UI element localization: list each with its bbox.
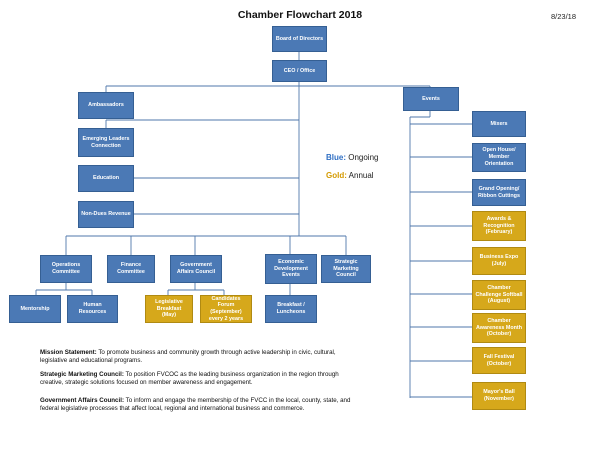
box-label-line: Ribbon Cuttings — [478, 192, 520, 199]
breakfast-luncheons-box[interactable]: Breakfast /Luncheons — [265, 295, 317, 323]
note-label: Mission Statement: — [40, 349, 97, 356]
box-label-line: Connection — [91, 142, 121, 149]
note-label: Government Affairs Council: — [40, 397, 124, 404]
box-label-line: Affairs Council — [176, 269, 216, 275]
legend-gold-label: Gold: — [326, 171, 347, 180]
events-box[interactable]: Events — [403, 87, 459, 111]
box-label-line: (October) — [486, 331, 512, 338]
note-text: To inform and engage the membership of t… — [40, 397, 351, 413]
box-label-line: Non-Dues Revenue — [81, 211, 131, 218]
box-label-line: Recognition — [483, 222, 515, 229]
grand-opening-box[interactable]: Grand Opening/Ribbon Cuttings — [472, 179, 526, 206]
strategic-marketing-note: Strategic Marketing Council: To position… — [40, 371, 360, 388]
mission-statement-note: Mission Statement: To promote business a… — [40, 349, 360, 366]
box-label-line: Business Expo — [479, 254, 519, 261]
box-label-line: Marketing — [333, 265, 359, 272]
legend-ongoing: Blue: Ongoing — [326, 153, 378, 162]
box-label-line: Member — [488, 154, 510, 161]
non-dues-revenue-box[interactable]: Non-Dues Revenue — [78, 201, 134, 228]
box-label-line: Board of Directors — [275, 35, 324, 42]
box-label-line: Education — [92, 175, 120, 182]
chart-title: Chamber Flowchart 2018 — [237, 9, 363, 21]
box-label-line: Strategic — [334, 258, 358, 265]
board-of-directors-box[interactable]: Board of Directors — [272, 26, 327, 52]
business-expo-box[interactable]: Business Expo(July) — [472, 247, 526, 275]
box-label-line: Grand Opening/ — [478, 185, 520, 192]
box-label-line: Human Resources — [78, 302, 107, 315]
box-label-line: (October) — [486, 360, 512, 367]
chart-date: 8/23/18 — [550, 12, 576, 21]
box-label-line: Open House/ — [482, 147, 516, 154]
box-label-line: Operations — [51, 262, 81, 269]
government-affairs-note: Government Affairs Council: To inform an… — [40, 397, 360, 414]
box-label-line: Awards & — [486, 215, 512, 222]
box-label-line: Breakfast — [156, 305, 182, 312]
candidates-forum-box[interactable]: Candidates Forum(September)every 2 years — [200, 295, 252, 323]
box-label-line: Economic — [278, 258, 304, 265]
box-label-line: Orientation — [484, 160, 514, 167]
box-label-line: every 2 years — [208, 315, 244, 322]
box-label-line: (May) — [161, 312, 177, 319]
box-label-line: Government — [180, 262, 212, 269]
box-label-line: CEO / Office — [283, 67, 316, 74]
box-label-line: (February) — [485, 229, 513, 236]
box-label-line: Challenge Softball — [475, 291, 523, 298]
education-box[interactable]: Education — [78, 165, 134, 192]
awards-recognition-box[interactable]: Awards &Recognition(February) — [472, 211, 526, 241]
box-label-line: (September) — [210, 309, 242, 315]
human-resources-box[interactable]: Human Resources — [67, 295, 118, 323]
box-label-line: Mixers — [490, 120, 508, 127]
box-label-line: Emerging Leaders — [82, 135, 130, 142]
legend-blue-text: Ongoing — [348, 153, 379, 162]
box-label-line: Events — [282, 272, 300, 279]
box-label-line: (November) — [484, 396, 514, 402]
legend-annual: Gold: Annual — [326, 171, 374, 180]
ceo-office-box[interactable]: CEO / Office — [272, 60, 327, 82]
legend-blue-label: Blue: — [326, 153, 346, 162]
box-label-line: Breakfast / — [277, 302, 305, 309]
ambassadors-box[interactable]: Ambassadors — [78, 92, 134, 119]
box-label-line: Development — [274, 265, 308, 272]
box-label-line: Chamber — [487, 317, 511, 324]
mentorship-box[interactable]: Mentorship — [9, 295, 61, 323]
box-label-line: Mentorship — [20, 305, 50, 312]
fall-festival-box[interactable]: Fall Festival(October) — [472, 347, 526, 374]
mixers-box[interactable]: Mixers — [472, 111, 526, 137]
note-label: Strategic Marketing Council: — [40, 371, 124, 378]
box-label-line: Chamber — [487, 284, 511, 291]
box-label-line: Fall Festival — [483, 353, 515, 360]
box-label-line: Council — [336, 272, 356, 279]
box-label-line: Luncheons — [276, 309, 306, 315]
box-label-line: Committee — [117, 269, 145, 275]
box-label-line: Mayor's Ball — [483, 389, 515, 396]
note-text: To promote business and community growth… — [40, 349, 336, 365]
box-label-line: Events — [422, 95, 440, 102]
note-text: To position FVCOC as the leading busines… — [40, 371, 339, 387]
box-label-line: Finance — [120, 262, 142, 269]
mayors-ball-box[interactable]: Mayor's Ball(November) — [472, 382, 526, 410]
box-label-line: (July) — [491, 261, 507, 267]
legend-gold-text: Annual — [348, 171, 374, 180]
box-label-line: (August) — [487, 298, 511, 305]
box-label-line: Legislative — [155, 298, 183, 305]
box-label-line: Candidates Forum — [211, 295, 241, 309]
box-label-line: Ambassadors — [88, 102, 124, 109]
box-label-line: Committee — [52, 269, 80, 275]
box-label-line: Awareness Month — [475, 324, 523, 331]
